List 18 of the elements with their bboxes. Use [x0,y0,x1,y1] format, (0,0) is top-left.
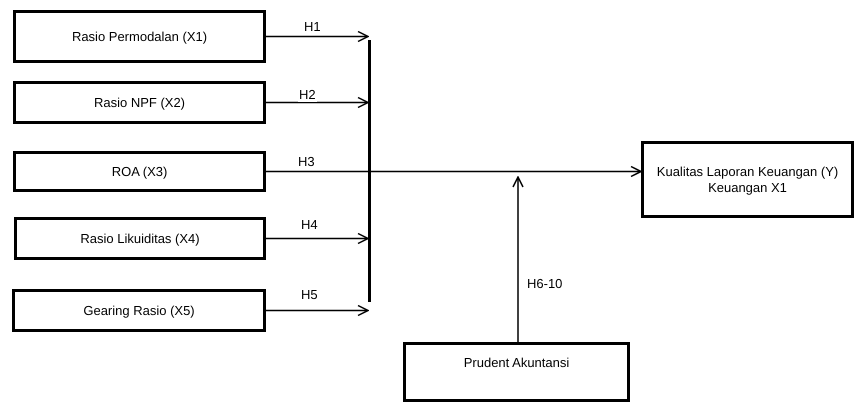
variable-box: Prudent Akuntansi [403,342,630,402]
variable-box: Gearing Rasio (X5) [12,289,266,332]
arrow [266,166,642,178]
edge-label: H3 [297,155,316,170]
variable-box: Rasio Permodalan (X1) [13,10,266,63]
edge-label: H5 [300,288,319,302]
edge-label: H6-10 [526,277,564,292]
arrow [512,176,524,342]
variable-box: ROA (X3) [13,151,266,192]
arrow [266,96,369,108]
merge-bar [368,40,371,302]
edge-label: H2 [298,88,317,102]
arrow [266,304,369,316]
arrow [266,30,369,42]
arrow [266,232,369,244]
variable-box: Rasio NPF (X2) [13,81,266,124]
variable-box: Kualitas Laporan Keuangan (Y) Keuangan X1 [641,141,854,218]
variable-box: Rasio Likuiditas (X4) [14,217,266,260]
